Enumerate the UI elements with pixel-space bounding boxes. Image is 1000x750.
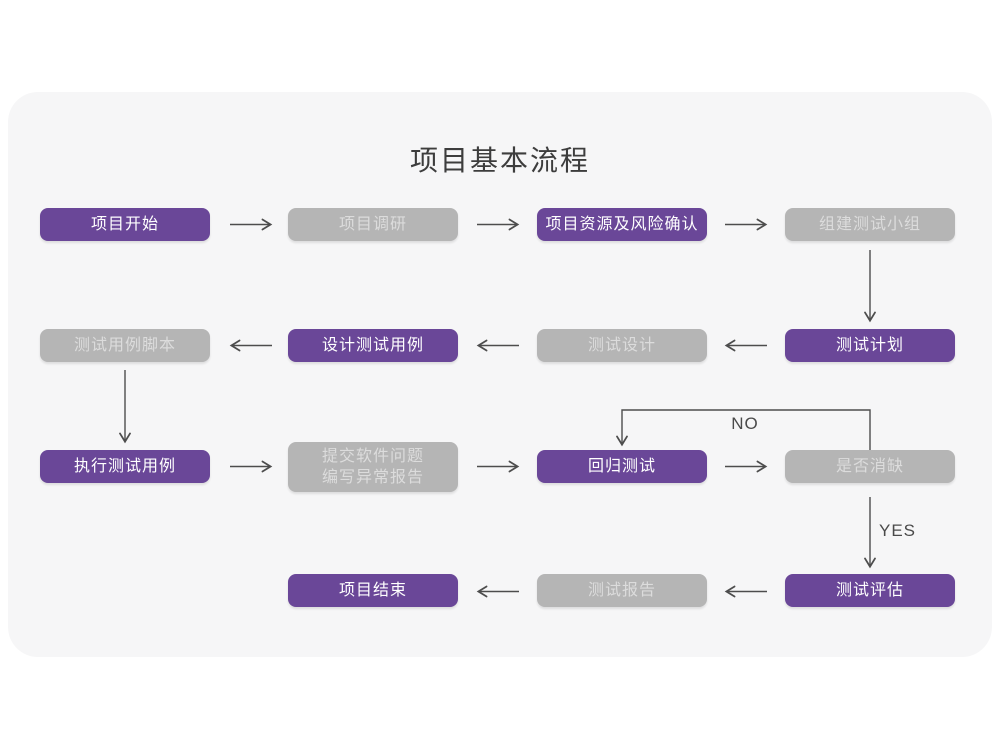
node-design-test-cases: 设计测试用例 [288, 329, 458, 362]
page-title: 项目基本流程 [409, 145, 590, 176]
node-test-plan: 测试计划 [785, 329, 955, 362]
node-resources-and-risk: 项目资源及风险确认 [537, 208, 707, 241]
node-test-evaluation: 测试评估 [785, 574, 955, 607]
node-project-start: 项目开始 [40, 208, 210, 241]
node-submit-issue-report: 提交软件问题 编写异常报告 [288, 442, 458, 492]
node-project-end: 项目结束 [288, 574, 458, 607]
node-execute-test-cases: 执行测试用例 [40, 450, 210, 483]
node-regression-test: 回归测试 [537, 450, 707, 483]
node-defect-cleared: 是否消缺 [785, 450, 955, 483]
flowchart-card-background [8, 92, 992, 657]
node-build-test-team: 组建测试小组 [785, 208, 955, 241]
node-test-case-script: 测试用例脚本 [40, 329, 210, 362]
edge-label-no: NO [731, 414, 759, 433]
node-test-design: 测试设计 [537, 329, 707, 362]
node-project-research: 项目调研 [288, 208, 458, 241]
node-test-report: 测试报告 [537, 574, 707, 607]
edge-label-yes: YES [879, 521, 917, 540]
